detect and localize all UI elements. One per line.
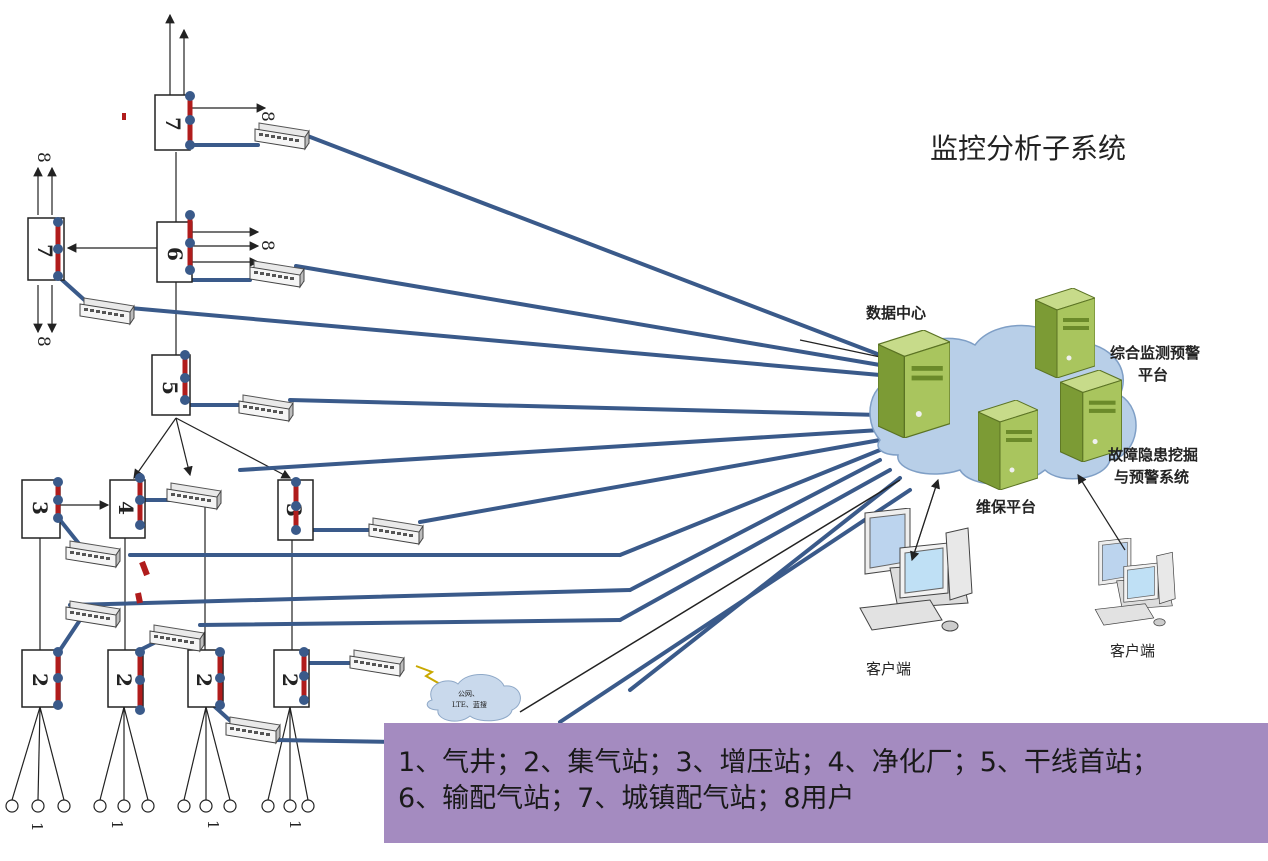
fault-mining-label-2: 与预警系统 — [1114, 468, 1189, 486]
network-switch-icon — [166, 482, 222, 510]
cloud-icon — [426, 674, 521, 722]
fault-mining-label-1: 故障隐患挖掘 — [1108, 446, 1198, 464]
red-mark — [122, 113, 126, 120]
server-tower-icon — [1035, 288, 1095, 378]
data-center-label: 数据中心 — [866, 304, 926, 322]
monitor-platform-label-2: 平台 — [1138, 366, 1168, 384]
station-label-2b: 2 — [112, 673, 136, 687]
small-cloud: 公网、 LTE、蓝搜 — [415, 665, 521, 722]
sensors — [53, 91, 309, 715]
server-tower-icon — [978, 400, 1038, 490]
client-links — [910, 473, 1126, 562]
well-label: 1 — [204, 820, 222, 830]
network-switch-icon — [225, 716, 281, 744]
user-label: 8 — [257, 111, 277, 122]
network-switch-icon — [349, 649, 405, 677]
network-switch-icon — [368, 517, 424, 545]
station-label-7-top: 7 — [161, 117, 185, 131]
legend-line-2: 6、输配气站；7、城镇配气站；8用户 — [398, 783, 855, 814]
black-link — [799, 339, 886, 359]
desktop-computer-icon — [859, 508, 973, 632]
user-label: 8 — [33, 152, 53, 163]
maintenance-label: 维保平台 — [976, 498, 1036, 516]
station-label-7-left: 7 — [33, 244, 57, 258]
network-switch-icon — [79, 297, 135, 325]
station-labels: 7 7 6 5 3 4 3 2 2 2 2 — [28, 117, 306, 687]
station-label-2d: 2 — [278, 673, 302, 687]
well-label: 1 — [28, 822, 46, 832]
client-label-left: 客户端 — [866, 660, 911, 678]
legend-line-1: 1、气井；2、集气站；3、增压站；4、净化厂；5、干线首站； — [398, 747, 1159, 778]
station-label-5: 5 — [158, 381, 182, 395]
wireless-signal-icon — [415, 665, 441, 685]
legend-box: 1、气井；2、集气站；3、增压站；4、净化厂；5、干线首站； 6、输配气站；7、… — [384, 723, 1268, 843]
well-label: 1 — [108, 820, 126, 830]
user-label: 8 — [257, 240, 277, 251]
black-link — [519, 479, 901, 713]
server-tower-icon — [878, 330, 950, 438]
pipeline-network — [11, 13, 309, 801]
station-label-6: 6 — [163, 247, 187, 261]
desktop-computer-icon — [1094, 538, 1176, 627]
small-cloud-line1: 公网、 — [458, 690, 479, 698]
monitor-platform-label-1: 综合监测预警 — [1110, 344, 1200, 362]
client-label-right: 客户端 — [1110, 642, 1155, 660]
well-label: 1 — [286, 820, 304, 830]
station-label-2a: 2 — [28, 673, 52, 687]
network-switch-icon — [238, 394, 294, 422]
small-cloud-line2: LTE、蓝搜 — [452, 700, 487, 709]
station-label-2c: 2 — [192, 673, 216, 687]
user-label: 8 — [33, 336, 53, 347]
page-title: 监控分析子系统 — [930, 132, 1126, 165]
user-labels: 8 8 8 8 — [33, 111, 277, 347]
network-switch-icon — [254, 122, 310, 150]
network-switch-icon — [65, 540, 121, 568]
gas-wells — [5, 799, 315, 813]
well-labels: 1 1 1 1 — [28, 820, 304, 832]
network-switch-icon — [149, 624, 205, 652]
station-label-4: 4 — [114, 501, 138, 515]
station-label-3-left: 3 — [28, 501, 52, 515]
